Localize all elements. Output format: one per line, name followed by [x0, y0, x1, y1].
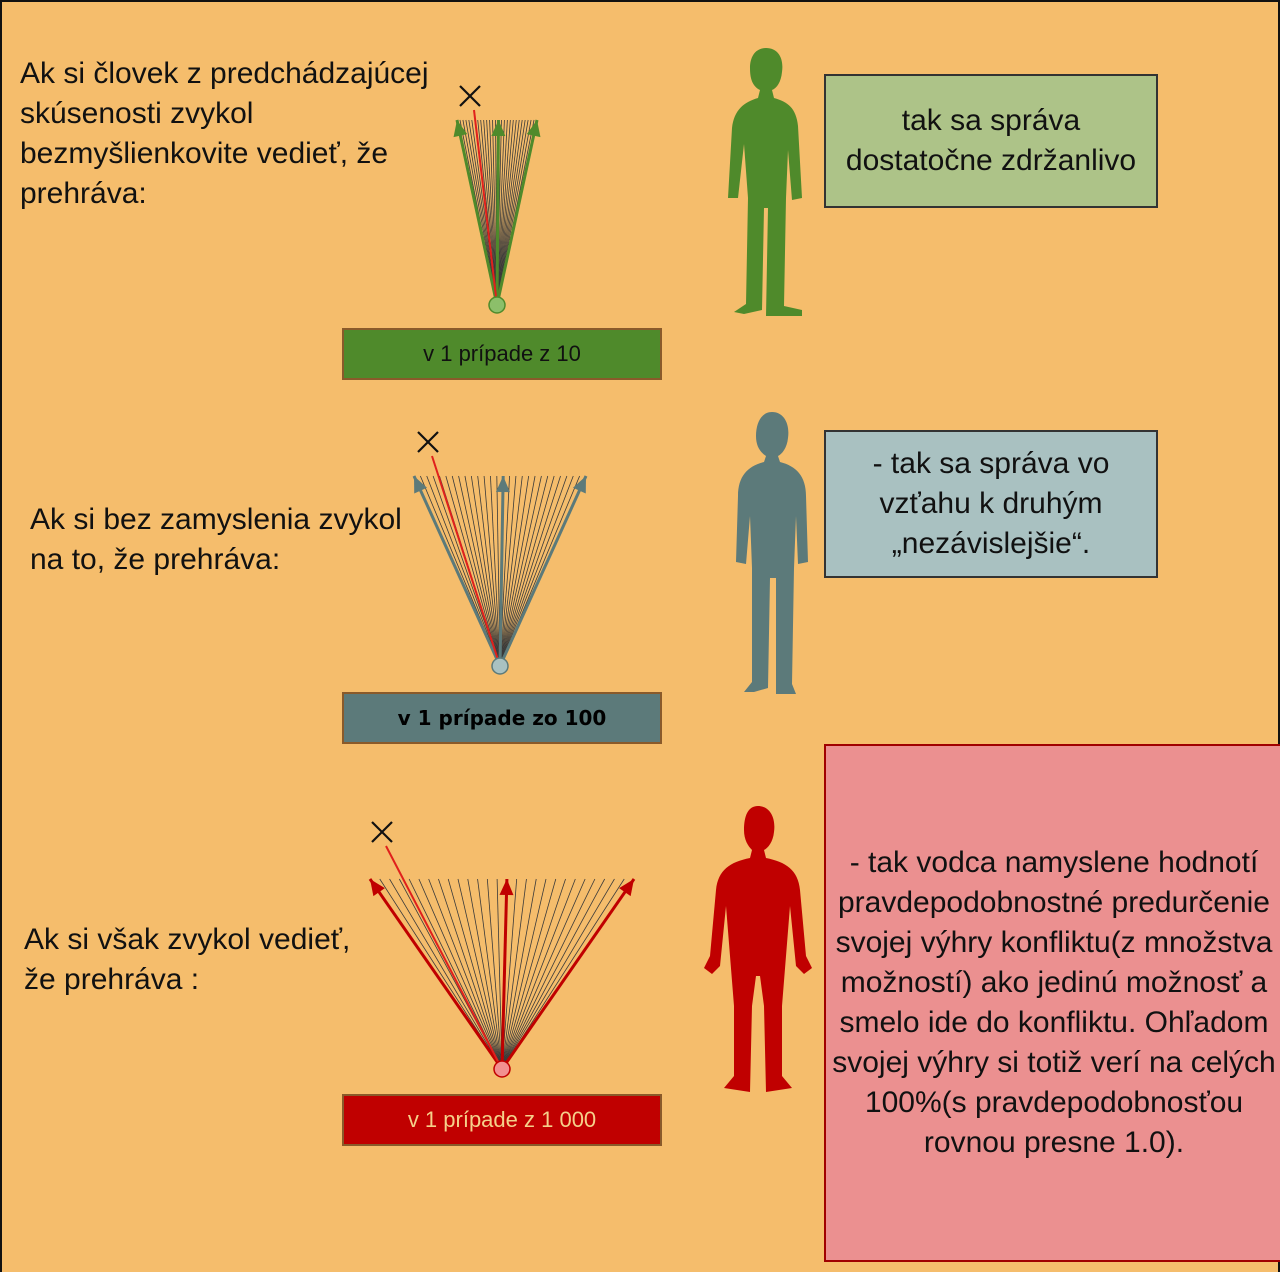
- fan-line: [499, 475, 555, 667]
- fan-line: [499, 475, 549, 667]
- fan-arrow: [455, 119, 499, 306]
- fan-line: [496, 119, 514, 306]
- fan-line: [499, 475, 536, 667]
- fan-arrow: [495, 119, 500, 306]
- fan-line: [501, 878, 537, 1070]
- arrow-head: [414, 476, 427, 494]
- fan-arrow: [500, 878, 636, 1070]
- fan-line: [477, 475, 501, 667]
- fan-line: [428, 878, 503, 1070]
- standing-man-arms-crossed-icon: [728, 48, 802, 316]
- red-arrow-to-x: [431, 455, 501, 667]
- fan-line: [501, 878, 557, 1070]
- fan-line: [447, 878, 503, 1070]
- origin-dot: [493, 1060, 511, 1078]
- fan-line: [499, 475, 561, 667]
- fan-line: [496, 119, 523, 306]
- fan-line: [499, 475, 574, 667]
- fan-line: [470, 475, 501, 667]
- scenario-3-outcome-callout: - tak vodca namyslene hodnotí pravdepodo…: [824, 744, 1280, 1262]
- fan-line: [451, 475, 501, 667]
- scenario-2-outcome-callout: - tak sa správa vo vzťahu k druhým „nezá…: [824, 430, 1158, 578]
- arrow-head: [495, 476, 510, 493]
- arrow-head: [526, 120, 541, 138]
- fan-line: [438, 878, 503, 1070]
- fan-line: [457, 878, 503, 1070]
- scenario-3-fan-diagram: [368, 821, 636, 1078]
- fan-line: [501, 878, 586, 1070]
- fan-line: [499, 475, 517, 667]
- fan-line: [496, 119, 511, 306]
- fan-line: [464, 475, 501, 667]
- fan-line: [501, 878, 566, 1070]
- fan-line: [418, 878, 503, 1070]
- arrow-head: [619, 879, 634, 897]
- scenario-3-frequency-band: v 1 prípade z 1 000: [342, 1094, 662, 1146]
- scenario-1-outcome-callout: tak sa správa dostatočne zdržanlivo: [824, 74, 1158, 208]
- fan-line: [486, 878, 503, 1070]
- arrow-head: [499, 879, 514, 896]
- scenario-1-prompt: Ak si človek z predchádzajúcej skúsenost…: [20, 57, 429, 210]
- fan-line: [458, 475, 501, 667]
- fan-line: [490, 475, 501, 667]
- fan-line: [501, 878, 527, 1070]
- fan-line: [501, 878, 596, 1070]
- fan-line: [467, 878, 503, 1070]
- scenario-3-prompt: Ak si však zvykol vedieť, že prehráva :: [24, 923, 351, 996]
- fan-line: [445, 475, 501, 667]
- scenario-2-frequency-band: v 1 prípade zo 100: [342, 692, 662, 744]
- origin-dot: [491, 657, 509, 675]
- x-mark-icon: [417, 431, 439, 453]
- red-arrow-to-x: [385, 845, 503, 1070]
- fan-line: [496, 878, 503, 1070]
- fan-line: [389, 878, 503, 1070]
- arrow-head: [573, 476, 586, 494]
- scenario-1-fan-diagram: [453, 85, 541, 314]
- fan-arrow: [498, 475, 505, 667]
- scenario-1-person-silhouette: [728, 48, 802, 316]
- standing-man-hands-in-pockets-icon: [736, 412, 808, 694]
- fan-arrow: [495, 119, 539, 306]
- fan-line: [486, 119, 498, 306]
- fan-arrow: [500, 878, 509, 1070]
- fan-line: [483, 119, 498, 306]
- arrow-head: [491, 120, 506, 137]
- arrow-head: [453, 120, 468, 138]
- fan-line: [499, 475, 542, 667]
- x-mark-icon: [371, 821, 393, 843]
- scenario-1-frequency-band: v 1 prípade z 10: [342, 328, 662, 380]
- fan-line: [501, 878, 615, 1070]
- fan-line: [501, 878, 606, 1070]
- red-arrow-to-x: [473, 109, 498, 306]
- fan-line: [499, 475, 568, 667]
- scenario-2-prompt: Ak si bez zamyslenia zvykol na to, že pr…: [30, 503, 402, 576]
- fan-line: [468, 119, 498, 306]
- arrow-head: [370, 879, 385, 897]
- fan-arrow: [368, 878, 504, 1070]
- fan-line: [501, 878, 576, 1070]
- origin-dot: [488, 296, 506, 314]
- scenario-2-person-silhouette: [736, 412, 808, 694]
- fan-line: [426, 475, 501, 667]
- x-mark-icon: [459, 85, 481, 107]
- fan-line: [501, 878, 547, 1070]
- fan-line: [499, 475, 530, 667]
- fan-line: [501, 878, 518, 1070]
- fan-line: [496, 119, 520, 306]
- fan-arrow: [412, 475, 502, 667]
- standing-man-muscular-icon: [704, 806, 812, 1092]
- fan-line: [496, 119, 526, 306]
- scenario-2-fan-diagram: [412, 431, 588, 675]
- scenario-3-person-silhouette: [704, 806, 812, 1092]
- fan-arrow: [498, 475, 588, 667]
- fan-line: [496, 119, 517, 306]
- fan-line: [477, 878, 503, 1070]
- fan-line: [483, 475, 501, 667]
- fan-line: [499, 475, 523, 667]
